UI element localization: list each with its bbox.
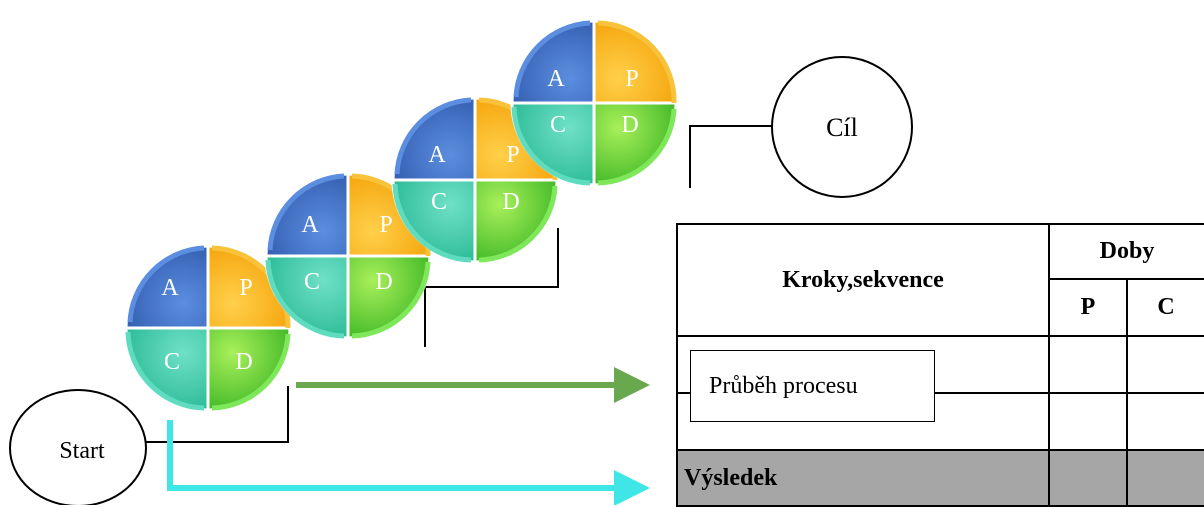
quadrant-c-label: C xyxy=(164,349,180,375)
quadrant-d-label: D xyxy=(375,269,392,295)
quadrant-d-label: D xyxy=(502,189,519,215)
result-c-cell xyxy=(1126,449,1204,507)
process-p-cell xyxy=(1048,335,1128,394)
start-label: Start xyxy=(59,438,105,464)
quadrant-c-label: C xyxy=(431,189,447,215)
result-label: Výsledek xyxy=(676,449,1050,507)
process-p-cell-2 xyxy=(1048,392,1128,451)
quadrant-p-label: P xyxy=(506,142,519,168)
quadrant-a-label: A xyxy=(161,275,179,301)
result-arrow xyxy=(167,420,650,505)
quadrant-c-label: C xyxy=(550,112,566,138)
pdca-wheel-4: A P C D xyxy=(510,19,678,187)
quadrant-a-label: A xyxy=(301,212,319,238)
quadrant-d-label: D xyxy=(235,349,252,375)
times-header: Doby xyxy=(1048,223,1204,280)
pdca-wheel-1: A P C D xyxy=(124,244,292,412)
quadrant-a-label: A xyxy=(428,142,446,168)
quadrant-p-label: P xyxy=(625,66,638,92)
quadrant-p-label: P xyxy=(379,212,392,238)
quadrant-c-label: C xyxy=(304,269,320,295)
goal-label: Cíl xyxy=(826,113,858,142)
result-p-cell xyxy=(1048,449,1128,507)
process-box: Průběh procesu xyxy=(690,350,935,422)
staircase-connector xyxy=(146,125,776,443)
start-node: Start xyxy=(9,389,147,505)
goal-node: Cíl xyxy=(771,56,913,198)
steps-header: Kroky,sekvence xyxy=(676,223,1050,337)
col-c-header: C xyxy=(1126,278,1204,337)
process-c-cell xyxy=(1126,335,1204,394)
col-p-header: P xyxy=(1048,278,1128,337)
quadrant-d-label: D xyxy=(621,112,638,138)
quadrant-p-label: P xyxy=(239,275,252,301)
quadrant-a-label: A xyxy=(547,66,565,92)
process-c-cell-2 xyxy=(1126,392,1204,451)
